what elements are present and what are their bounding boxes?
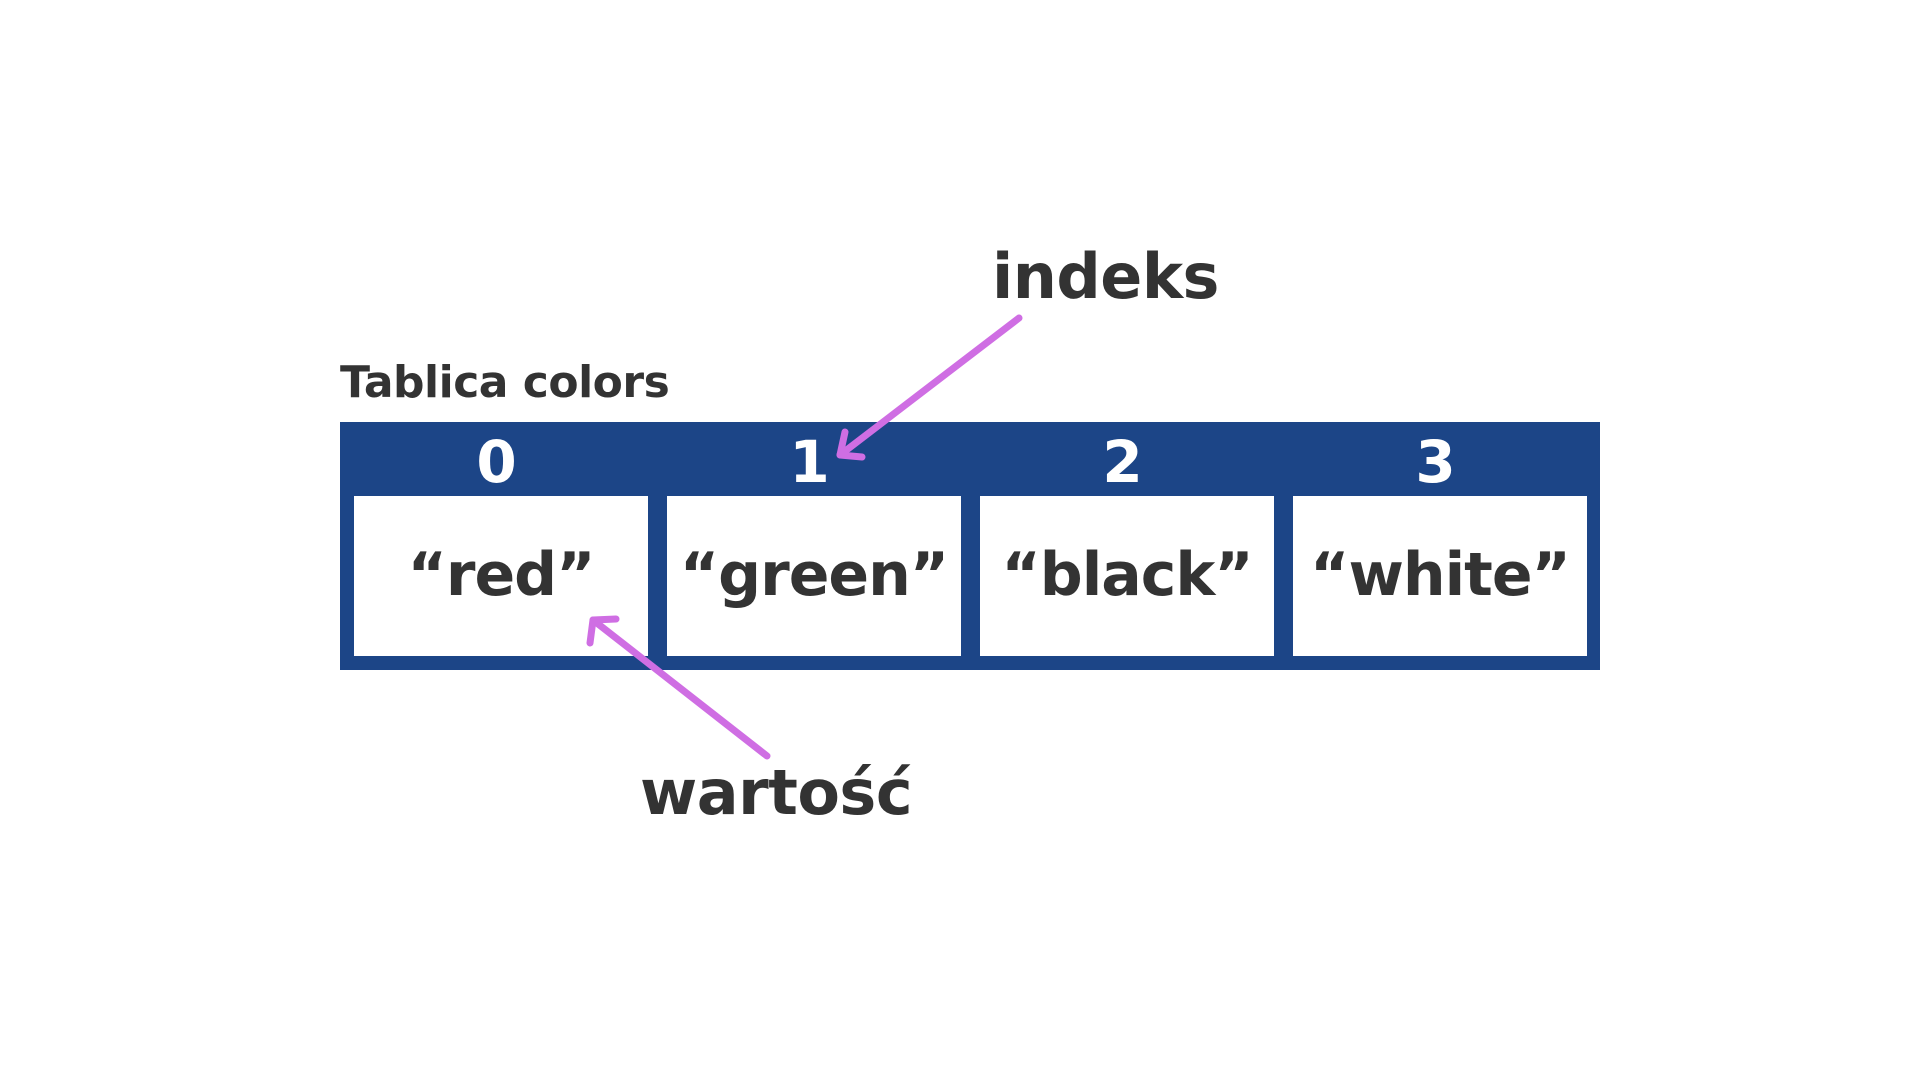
array-container: 0 “red” 1 “green” 2 “black” 3 “white” <box>340 422 1600 670</box>
array-caption: Tablica colors <box>340 357 670 408</box>
cell-value-box: “red” <box>354 496 648 656</box>
cell-value: “black” <box>1001 540 1253 610</box>
cell-value-box: “black” <box>980 496 1274 656</box>
index-annotation-label: indeks <box>992 240 1219 313</box>
cell-value: “green” <box>679 540 950 610</box>
cell-value: “red” <box>407 540 595 610</box>
array-cell: 2 “black” <box>966 422 1279 670</box>
cell-value-box: “white” <box>1293 496 1587 656</box>
array-cell: 3 “white” <box>1279 422 1592 670</box>
value-annotation-label: wartość <box>640 756 913 829</box>
array-cell: 0 “red” <box>340 422 653 670</box>
cell-value-box: “green” <box>667 496 961 656</box>
cell-index: 2 <box>1102 428 1143 496</box>
cell-index: 1 <box>789 428 830 496</box>
cell-value: “white” <box>1310 540 1571 610</box>
array-cell: 1 “green” <box>653 422 966 670</box>
cell-index: 3 <box>1415 428 1456 496</box>
cell-index: 0 <box>476 428 517 496</box>
